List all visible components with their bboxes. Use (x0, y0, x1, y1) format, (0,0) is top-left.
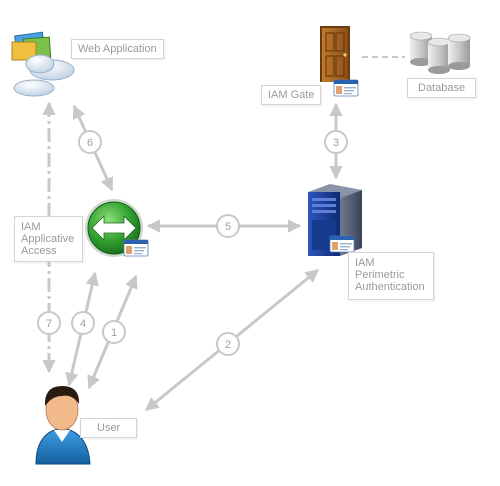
server-id-card-icon (329, 235, 355, 253)
user-label-text: User (97, 422, 121, 434)
flow-6-badge: 6 (78, 130, 102, 154)
iam-applicative-access-line-2: Applicative (21, 233, 75, 245)
flow-5-badge: 5 (216, 214, 240, 238)
database-label: Database (407, 78, 477, 98)
iam-perimetric-authentication-line-2: Perimetric (355, 269, 405, 281)
access-id-card-icon (123, 239, 149, 257)
flow-4-badge: 4 (71, 311, 95, 335)
flow-badges: 1 2 3 4 5 6 7 (37, 130, 348, 356)
flow-2-badge: 2 (216, 332, 240, 356)
database-label-text: Database (418, 82, 466, 94)
server-icon (308, 184, 362, 256)
flow-3-badge: 3 (324, 130, 348, 154)
iam-applicative-access-label: IAM Applicative Access (14, 216, 84, 262)
gate-id-card-icon (333, 79, 359, 97)
iam-perimetric-authentication-line-3: Authentication (355, 281, 425, 293)
user-icon (35, 386, 91, 465)
flow-4-number: 4 (80, 318, 86, 330)
iam-applicative-access-line-3: Access (21, 245, 57, 257)
flow-3-number: 3 (333, 137, 339, 149)
door-icon (320, 26, 350, 82)
flow-7-number: 7 (46, 318, 52, 330)
flow-5-number: 5 (225, 221, 231, 233)
iam-perimetric-authentication-label: IAM Perimetric Authentication (348, 252, 434, 300)
iam-gate-label: IAM Gate (261, 85, 322, 105)
user-label: User (80, 418, 138, 438)
web-application-icon (11, 31, 75, 97)
iam-perimetric-authentication-line-1: IAM (355, 257, 375, 269)
flow-1-number: 1 (111, 327, 117, 339)
flow-7-badge: 7 (37, 311, 61, 335)
database-icon (409, 31, 471, 74)
web-application-label: Web Application (71, 39, 164, 59)
flow-6-number: 6 (87, 137, 93, 149)
iam-gate-label-text: IAM Gate (268, 89, 315, 101)
iam-applicative-access-line-1: IAM (21, 221, 41, 233)
flow-1-badge: 1 (102, 320, 126, 344)
flow-2-number: 2 (225, 339, 231, 351)
web-application-label-text: Web Application (78, 43, 157, 55)
